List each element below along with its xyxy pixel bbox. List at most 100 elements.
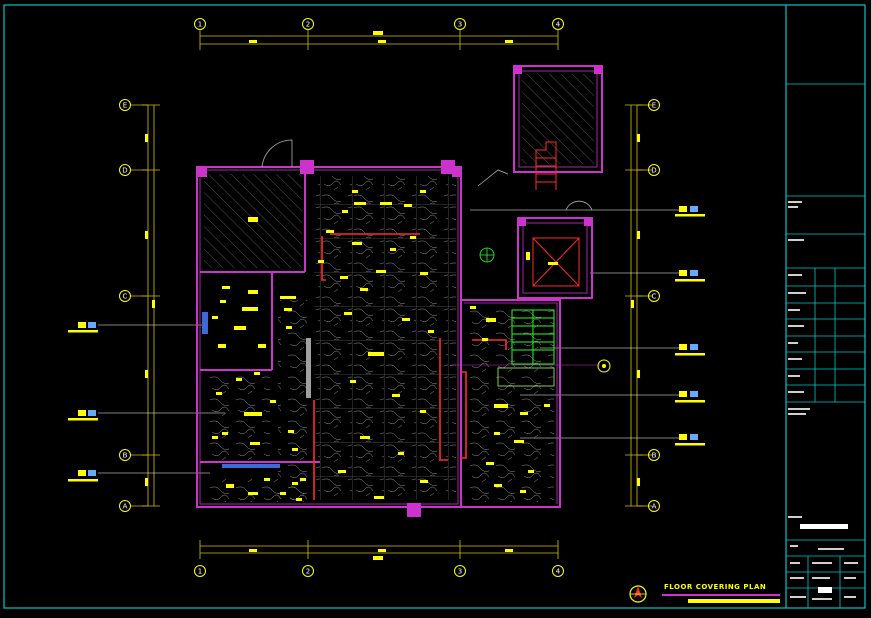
room-tag-mark — [248, 217, 258, 222]
room-tag-mark — [360, 288, 368, 291]
room-tag-mark — [280, 492, 286, 495]
grid-bubble-row-left-A: A — [119, 500, 131, 512]
room-tag-mark — [368, 352, 384, 356]
grid-bubble-row-right-C: C — [648, 290, 660, 302]
title-block — [786, 83, 865, 608]
room-tag-mark — [354, 202, 366, 205]
room-tag-mark — [420, 480, 428, 483]
room-tag-mark — [486, 462, 494, 465]
room-tag-mark — [234, 326, 246, 330]
grid-bubble-label: E — [652, 102, 656, 110]
grid-bubble-col-top-3: 3 — [454, 18, 466, 30]
room-tag-mark — [222, 432, 228, 435]
stair-red — [532, 141, 580, 287]
room-tag-mark — [494, 432, 500, 435]
room-tag-mark — [470, 306, 476, 309]
grid-bubble-col-bottom-1: 1 — [194, 565, 206, 577]
room-tag-mark — [402, 318, 410, 321]
room-tag-mark — [280, 296, 296, 299]
section-tags — [68, 206, 705, 482]
grid-bubble-col-top-4: 4 — [552, 18, 564, 30]
room-tag-mark — [526, 252, 530, 260]
room-tag-mark — [428, 330, 434, 333]
room-tag-mark — [350, 380, 356, 383]
wall-columns — [197, 66, 602, 517]
grid-bubble-label: C — [652, 293, 657, 301]
room-tag-mark — [398, 452, 404, 455]
room-tag-mark — [340, 276, 348, 279]
grid-bubble-row-left-B: B — [119, 449, 131, 461]
grid-bubble-row-left-C: C — [119, 290, 131, 302]
grid-bubble-label: 1 — [198, 568, 202, 576]
grid-bubble-label: D — [122, 167, 127, 175]
room-tag-mark — [292, 448, 298, 451]
dimension-text — [145, 31, 640, 560]
room-tag-mark — [264, 478, 270, 481]
room-tag-mark — [544, 404, 550, 407]
grid-bubble-label: 2 — [306, 21, 310, 29]
room-tag-mark — [248, 492, 258, 495]
room-tag-mark — [514, 440, 524, 443]
grid-bubble-label: 3 — [458, 568, 462, 576]
room-tag-mark — [254, 372, 260, 375]
room-tag-mark — [380, 202, 392, 205]
room-tag-mark — [420, 272, 428, 275]
room-tag-mark — [392, 394, 400, 397]
doors — [261, 139, 593, 211]
window-band — [222, 464, 280, 468]
room-tag-mark — [258, 344, 266, 348]
room-tag-mark — [242, 307, 258, 311]
fixtures-red — [313, 233, 507, 500]
room-tag-mark — [220, 300, 226, 303]
room-tag-mark — [374, 496, 384, 499]
room-tag-mark — [212, 436, 218, 439]
drawing-title: FLOOR COVERING PLAN — [664, 583, 767, 591]
room-tag-mark — [212, 316, 218, 319]
room-tag-mark — [352, 242, 362, 245]
grid-bubble-row-right-D: D — [648, 164, 660, 176]
grid-bubble-label: 4 — [556, 21, 561, 29]
room-tag-mark — [248, 290, 258, 294]
room-tag-mark — [286, 326, 292, 329]
room-tags — [212, 190, 558, 501]
room-tag-mark — [482, 338, 488, 341]
grid-bubble-row-left-D: D — [119, 164, 131, 176]
grid-bubble-row-right-E: E — [648, 99, 660, 111]
grid-bubble-label: D — [651, 167, 656, 175]
room-tag-mark — [270, 400, 276, 403]
partition-grey — [306, 338, 311, 398]
room-tag-mark — [218, 344, 226, 348]
room-tag-mark — [284, 308, 292, 311]
floor-drain-icon — [479, 247, 495, 263]
grid-bubble-label: E — [123, 102, 127, 110]
room-tag-mark — [420, 410, 426, 413]
room-tag-mark — [326, 230, 334, 233]
room-tag-mark — [222, 286, 230, 289]
room-tag-mark — [338, 470, 346, 473]
room-tag-mark — [520, 490, 526, 493]
room-tag-mark — [410, 236, 416, 239]
grid-bubble-label: A — [652, 503, 657, 511]
grid-bubble-label: B — [123, 452, 128, 460]
grid-bubble-col-bottom-2: 2 — [302, 565, 314, 577]
sheet-frame — [3, 4, 866, 609]
room-tag-mark — [352, 190, 358, 193]
north-arrow-icon — [629, 585, 647, 603]
grid-bubble-label: B — [652, 452, 657, 460]
room-tag-mark — [390, 248, 396, 251]
grid-bubble-label: C — [123, 293, 128, 301]
room-tag-mark — [494, 484, 502, 487]
grid-bubble-row-right-B: B — [648, 449, 660, 461]
room-tag-mark — [486, 318, 496, 322]
room-tag-mark — [292, 482, 298, 485]
room-tag-mark — [236, 378, 242, 381]
room-tag-mark — [300, 478, 306, 481]
title-underline — [662, 594, 780, 596]
room-tag-mark — [494, 404, 508, 408]
grid-bubble-row-right-A: A — [648, 500, 660, 512]
walls — [196, 65, 603, 508]
room-tag-mark — [344, 312, 352, 315]
